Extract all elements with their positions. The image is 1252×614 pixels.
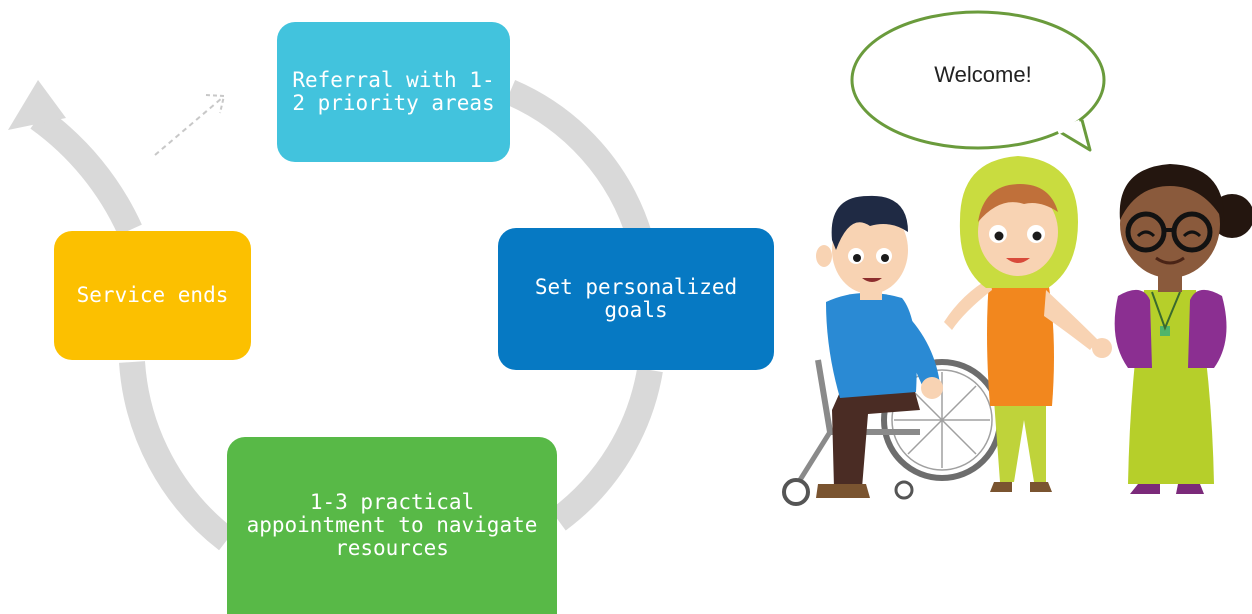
woman-in-headscarf-figure [944, 156, 1112, 492]
step-appointments-label: 1-3 practical appointment to navigate re… [246, 490, 538, 560]
man-in-wheelchair-figure [782, 195, 1003, 506]
speech-bubble-text: Welcome! [934, 62, 1032, 87]
cycle-arc-bottom-left [119, 361, 236, 551]
step-goals-box: Set personalized goals [498, 228, 774, 370]
step-appointments-box: 1-3 practical appointment to navigate re… [227, 437, 557, 614]
step-service-ends-label: Service ends [76, 283, 229, 307]
step-referral-label: Referral with 1-2 priority areas [292, 68, 495, 115]
cycle-arc-top-right [504, 80, 653, 242]
woman-with-glasses-figure [1114, 164, 1252, 494]
exit-arrowhead [8, 80, 66, 130]
cycle-arc-exit-left [30, 107, 142, 236]
step-goals-label: Set personalized goals [534, 275, 738, 322]
step-service-ends-box: Service ends [54, 231, 251, 360]
step-referral-box: Referral with 1-2 priority areas [277, 22, 510, 162]
reentry-dotted-arrow [154, 97, 223, 156]
reentry-dotted-arrowhead [205, 94, 226, 114]
cycle-arc-bottom-right [550, 367, 663, 531]
speech-bubble [850, 10, 1106, 152]
